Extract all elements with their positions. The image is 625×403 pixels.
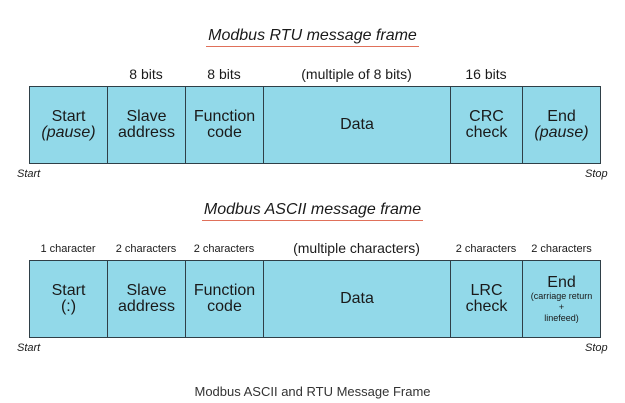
rtu-size-crc: 16 bits bbox=[465, 66, 507, 82]
rtu-field-end: End (pause) bbox=[534, 108, 589, 141]
rtu-size-function: 8 bits bbox=[207, 66, 241, 82]
ascii-field-start: Start (:) bbox=[30, 261, 108, 337]
ascii-size-data: (multiple characters) bbox=[293, 240, 420, 256]
ascii-frame: Start (:) Slave address Function code Da… bbox=[29, 260, 601, 338]
ascii-field-slave-address: Slave address bbox=[108, 261, 186, 337]
rtu-field-start: Start (pause) bbox=[30, 87, 108, 163]
ascii-field-end: End (carriage return + linefeed) bbox=[530, 273, 593, 323]
ascii-field-function-code: Function code bbox=[186, 261, 264, 337]
figure-caption: Modbus ASCII and RTU Message Frame bbox=[194, 384, 431, 399]
rtu-field-function-code: Function code bbox=[186, 87, 264, 163]
rtu-start-label: Start bbox=[17, 168, 41, 180]
ascii-size-function: 2 characters bbox=[193, 243, 255, 255]
ascii-stop-label: Stop bbox=[585, 342, 608, 354]
ascii-size-end: 2 characters bbox=[531, 243, 592, 255]
ascii-field-lrc-check: LRC check bbox=[451, 261, 523, 337]
rtu-field-slave-address: Slave address bbox=[108, 87, 186, 163]
ascii-start-label: Start bbox=[17, 342, 41, 354]
rtu-stop-label: Stop bbox=[585, 168, 608, 180]
rtu-size-slave: 8 bits bbox=[129, 66, 163, 82]
ascii-size-start: 1 character bbox=[40, 243, 96, 255]
ascii-field-data: Data bbox=[264, 261, 451, 337]
rtu-frame-title: Modbus RTU message frame bbox=[0, 27, 625, 47]
ascii-size-slave: 2 characters bbox=[115, 243, 177, 255]
rtu-field-data: Data bbox=[264, 87, 451, 163]
rtu-frame: Start (pause) Slave address Function cod… bbox=[29, 86, 601, 164]
ascii-frame-title: Modbus ASCII message frame bbox=[0, 201, 625, 221]
rtu-size-data: (multiple of 8 bits) bbox=[301, 66, 412, 82]
ascii-size-lrc: 2 characters bbox=[455, 243, 517, 255]
rtu-field-crc-check: CRC check bbox=[451, 87, 523, 163]
